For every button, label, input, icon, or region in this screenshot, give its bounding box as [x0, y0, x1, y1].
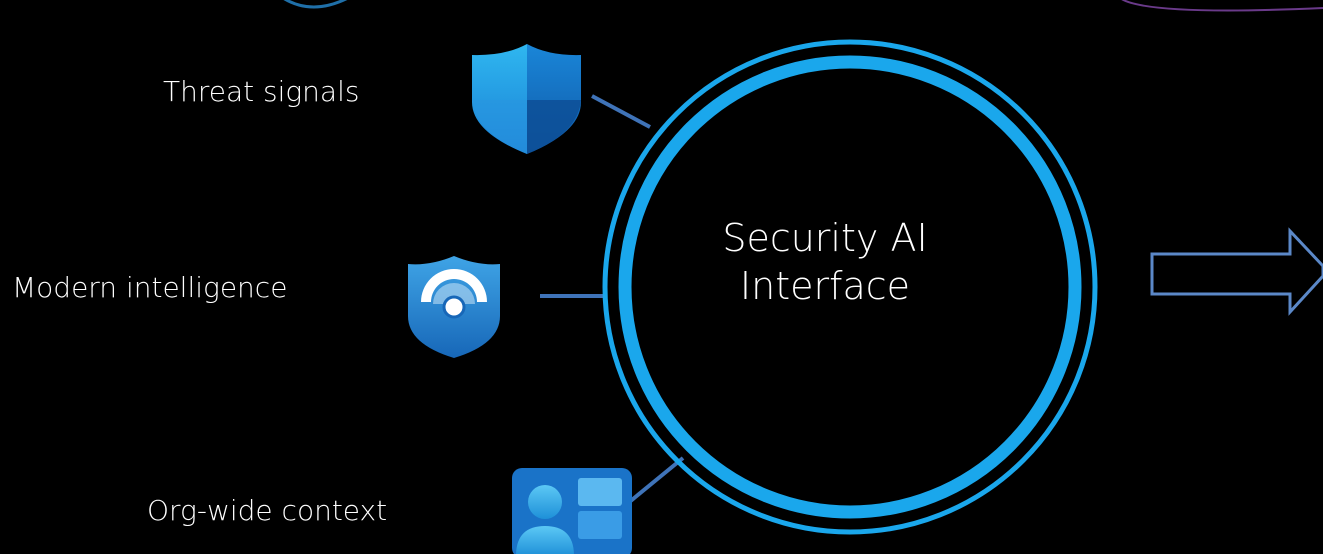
- decorative-arc-right: [1121, 0, 1323, 12]
- hub-title-line2: Interface: [739, 264, 911, 308]
- hub-title-line1: Security AI: [722, 216, 928, 260]
- hub-outer-ring: [602, 39, 1098, 535]
- modern-intelligence-label: Modern intelligence: [12, 271, 288, 304]
- connector-threat: [591, 94, 651, 129]
- signal-shield-icon: [408, 256, 500, 358]
- output-arrow: [1150, 227, 1323, 316]
- hub-inner-ring: [618, 55, 1082, 519]
- threat-signals-label: Threat signals: [163, 75, 360, 108]
- shield-icon: [472, 44, 581, 154]
- hub-title: Security AI Interface: [660, 214, 990, 310]
- connector-org: [620, 456, 685, 510]
- org-wide-context-label: Org-wide context: [147, 494, 388, 527]
- decorative-arc-left: [283, 0, 348, 9]
- org-directory-icon: [512, 468, 632, 554]
